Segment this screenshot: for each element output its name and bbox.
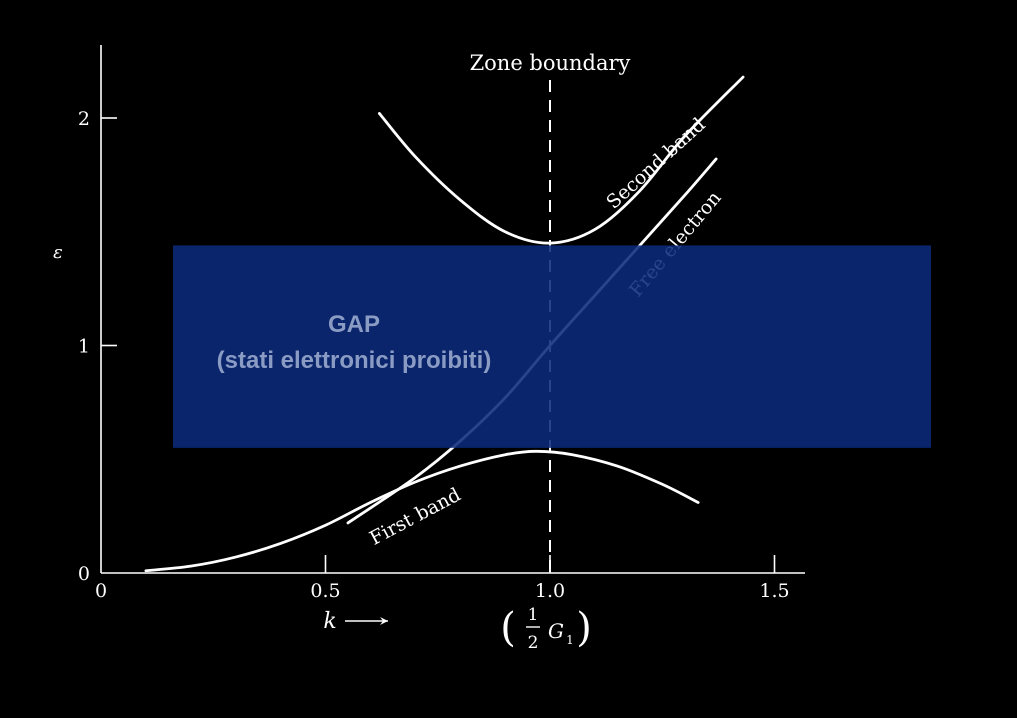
zone-boundary-k-label: ( 1 2 G 1 ) (500, 605, 592, 653)
first-band-label: First band (366, 484, 464, 550)
x-tick-label: 1.5 (759, 580, 789, 602)
zone-boundary: Zone boundary (470, 51, 631, 573)
y-tick-label: 2 (78, 108, 90, 130)
zone-boundary-label: Zone boundary (470, 51, 631, 75)
gap-subtitle: (stati elettronici proibiti) (217, 347, 492, 374)
x-tick-label: 1.0 (535, 580, 565, 602)
g-subscript: 1 (566, 633, 574, 647)
second-band-label: Second band (602, 114, 709, 214)
x-axis-arrow (345, 617, 388, 625)
y-tick-label: 0 (78, 563, 90, 585)
x-tick-label: 0.5 (310, 580, 340, 602)
axis-ticks: 0 0.5 1.0 1.5 0 1 2 (78, 108, 790, 602)
first-band-curve (144, 449, 700, 573)
second-band-curve (377, 75, 745, 245)
svg-text:): ) (576, 605, 592, 651)
gap-title: GAP (328, 311, 380, 338)
axes (100, 45, 805, 574)
x-axis-label: k (323, 609, 336, 634)
svg-text:(: ( (500, 605, 516, 651)
y-tick-label: 1 (78, 336, 90, 358)
x-tick-label: 0 (95, 580, 107, 602)
fraction-numerator: 1 (528, 605, 539, 625)
gap-band (173, 245, 931, 448)
y-axis-label: ε (53, 242, 63, 263)
g-symbol: G (548, 619, 564, 643)
fraction-denominator: 2 (528, 633, 539, 653)
